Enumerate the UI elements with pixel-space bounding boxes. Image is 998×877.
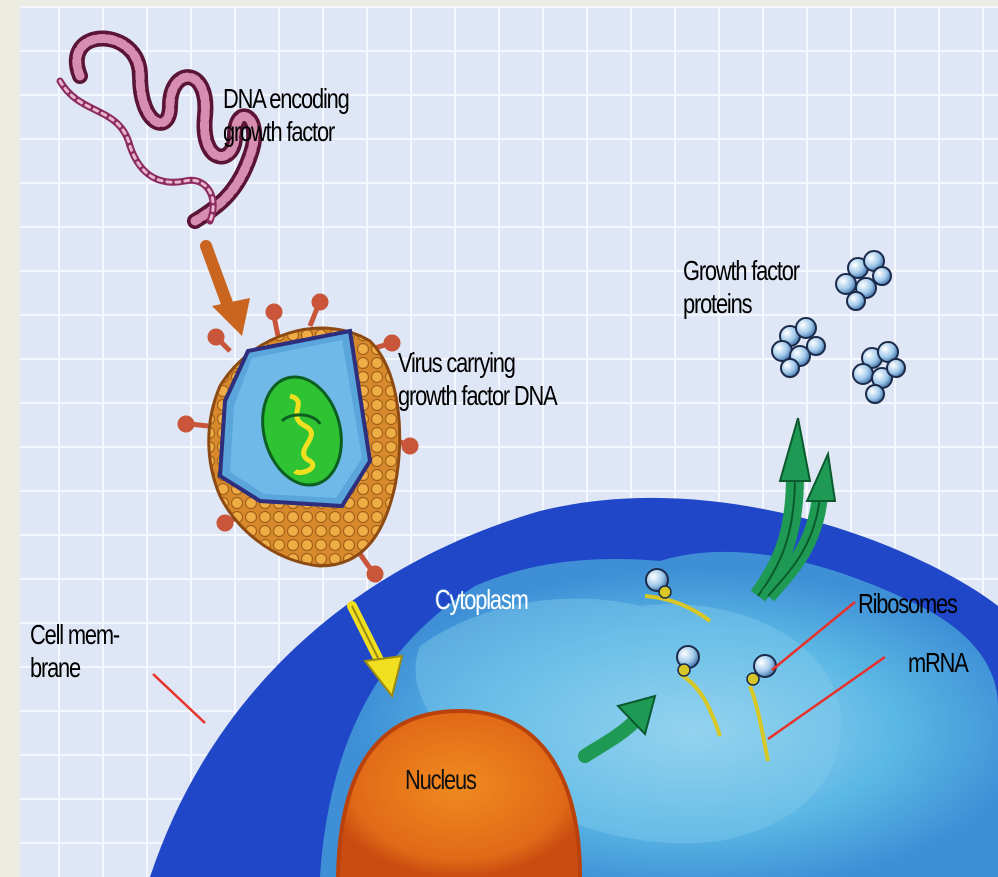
membrane-label-line-2: brane [30, 651, 119, 684]
diagram-canvas: DNA encoding growth factor Virus carryin… [20, 6, 998, 877]
membrane-label-line-1: Cell mem- [30, 618, 119, 651]
proteins-label: Growth factor proteins [683, 254, 799, 320]
protein-cluster-2 [772, 318, 825, 377]
virus-label-line-1: Virus carrying [398, 346, 557, 379]
dna-label-line-1: DNA encoding [223, 82, 349, 115]
protein-cluster-3 [853, 342, 905, 403]
proteins-label-line-1: Growth factor [683, 254, 799, 287]
virus [180, 296, 416, 580]
virus-label-line-2: growth factor DNA [398, 379, 557, 412]
dna-label-line-2: growth factor [223, 115, 349, 148]
proteins-label-line-2: proteins [683, 287, 799, 320]
dna-label: DNA encoding growth factor [223, 82, 349, 148]
diagram-artwork [20, 6, 998, 877]
virus-label: Virus carrying growth factor DNA [398, 346, 557, 412]
protein-cluster-1 [836, 251, 891, 310]
membrane-pointer [153, 674, 205, 723]
ribosomes-label: Ribosomes [858, 587, 957, 620]
mrna-label: mRNA [908, 646, 968, 679]
dna-to-virus-arrow [206, 246, 250, 336]
cytoplasm-label: Cytoplasm [435, 583, 528, 616]
membrane-label: Cell mem- brane [30, 618, 119, 684]
nucleus-label: Nucleus [405, 763, 476, 796]
